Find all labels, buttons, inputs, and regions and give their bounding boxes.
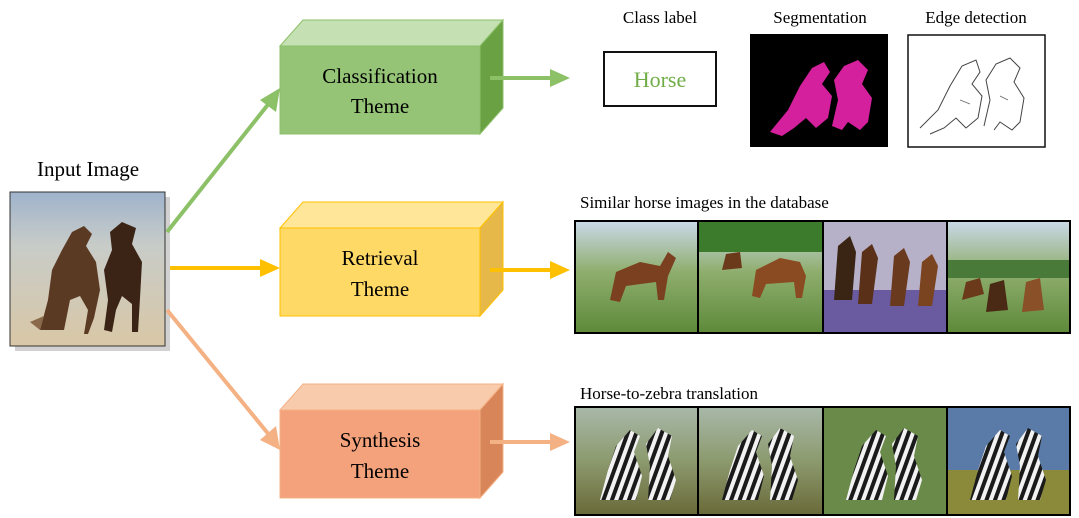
- arrow-classification-to-outputs: [490, 69, 570, 87]
- retrieval-image-3: [824, 222, 946, 332]
- edge-detection-image: [907, 34, 1046, 148]
- retrieval-theme-line2: Theme: [351, 277, 409, 301]
- synthesis-image-4: [948, 408, 1069, 514]
- synthesis-theme-box: Synthesis Theme: [278, 382, 505, 500]
- retrieval-theme-line1: Retrieval: [342, 246, 419, 270]
- retrieval-image-4: [948, 222, 1069, 332]
- edge-detection-caption: Edge detection: [925, 8, 1027, 27]
- synthesis-theme-line2: Theme: [351, 459, 409, 483]
- arrow-input-to-classification: [165, 88, 280, 234]
- arrow-retrieval-to-outputs: [490, 261, 570, 279]
- synthesis-image-1: [576, 408, 697, 514]
- synthesis-theme-line1: Synthesis: [340, 428, 421, 452]
- synthesis-image-strip: [574, 406, 1071, 516]
- retrieval-image-1: [576, 222, 697, 332]
- retrieval-image-strip: [574, 220, 1071, 334]
- synthesis-caption: Horse-to-zebra translation: [580, 384, 758, 403]
- arrow-input-to-retrieval: [170, 259, 280, 277]
- class-label-caption: Class label: [623, 8, 697, 27]
- arrow-synthesis-to-outputs: [490, 433, 570, 451]
- input-image: [9, 191, 170, 351]
- classification-theme-box: Classification Theme: [278, 18, 505, 136]
- class-label-box: [603, 51, 717, 107]
- synthesis-image-2: [699, 408, 822, 514]
- input-image-label: Input Image: [37, 157, 139, 181]
- classification-theme-line2: Theme: [351, 94, 409, 118]
- segmentation-caption: Segmentation: [773, 8, 867, 27]
- synthesis-image-3: [824, 408, 946, 514]
- segmentation-image: [750, 34, 888, 147]
- retrieval-caption: Similar horse images in the database: [580, 193, 829, 212]
- class-label-value: Horse: [634, 67, 687, 92]
- classification-theme-line1: Classification: [322, 64, 438, 88]
- arrow-input-to-synthesis: [165, 308, 280, 450]
- retrieval-image-2: [699, 222, 822, 332]
- retrieval-theme-box: Retrieval Theme: [278, 200, 505, 318]
